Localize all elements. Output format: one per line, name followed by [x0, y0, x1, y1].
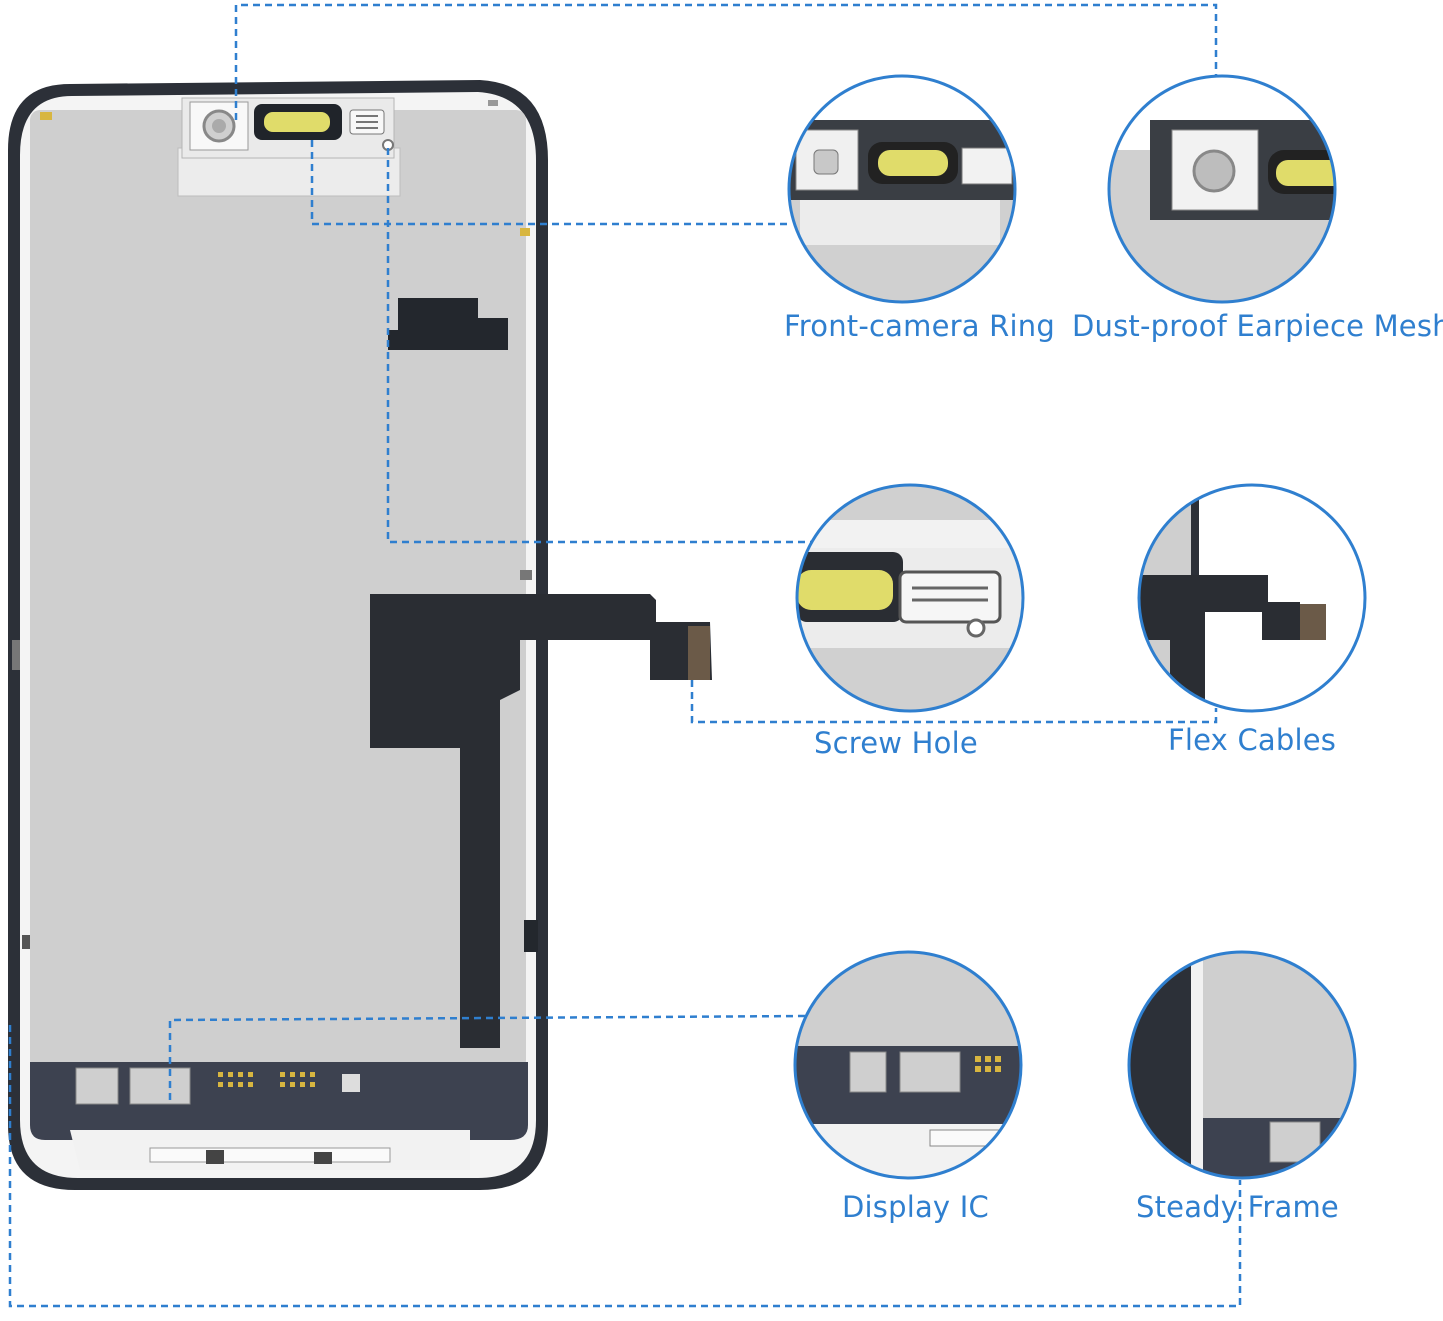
magnifier-steady-frame	[1129, 952, 1355, 1178]
label-front-camera-ring: Front-camera Ring	[784, 309, 1055, 343]
magnifier-earpiece-mesh	[1109, 76, 1335, 302]
lcd-assembly	[8, 80, 712, 1190]
label-flex-cables: Flex Cables	[1168, 723, 1337, 757]
flex-connector	[688, 626, 710, 680]
leader-lines	[8, 3, 1242, 1308]
flex-cable-block	[370, 594, 712, 1048]
label-dust-proof-earpiece-mesh: Dust-proof Earpiece Mesh	[1072, 309, 1443, 343]
display-panel	[30, 110, 526, 1070]
earpiece-mesh-icon	[264, 112, 330, 132]
label-steady-frame: Steady Frame	[1136, 1190, 1339, 1224]
magnifier-screw-hole	[797, 485, 1023, 711]
magnifier-front-camera	[789, 76, 1015, 302]
label-display-ic: Display IC	[842, 1190, 989, 1224]
black-tape	[388, 298, 508, 350]
gold-connector-pins	[218, 1072, 315, 1087]
label-screw-hole: Screw Hole	[814, 726, 978, 760]
